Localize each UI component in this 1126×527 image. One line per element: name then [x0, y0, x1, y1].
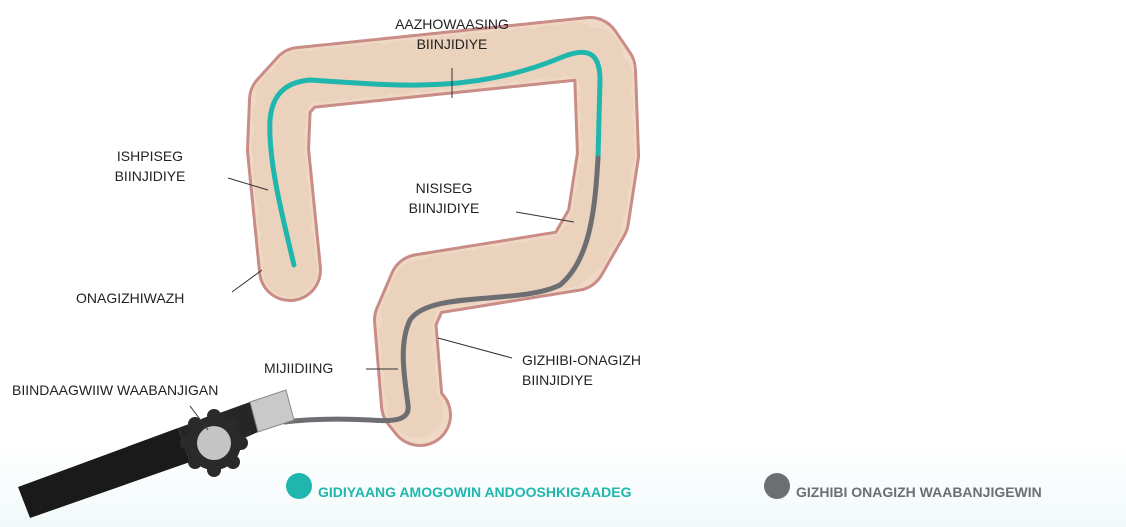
- legend-gray-dot-icon: [764, 473, 790, 499]
- label-control-knob: BIINDAAGWIIW WAABANJIGAN: [12, 380, 218, 400]
- label-transverse-colon: AAZHOWAASING BIINJIDIYE: [392, 14, 512, 54]
- label-descending-colon: NISISEG BIINJIDIYE: [394, 178, 494, 218]
- legend-item-teal: GIDIYAANG AMOGOWIN ANDOOSHKIGAADEG: [286, 472, 631, 500]
- label-rectum: MIJIIDIING: [264, 358, 333, 378]
- label-ascending-colon: ISHPISEG BIINJIDIYE: [100, 146, 200, 186]
- control-knob-icon: [180, 409, 248, 477]
- endoscope-handle: [18, 390, 294, 518]
- legend-item-gray: GIZHIBI ONAGIZH WAABANJIGEWIN: [764, 472, 1042, 500]
- label-sigmoid-colon: GIZHIBI-ONAGIZH BIINJIDIYE: [522, 350, 641, 390]
- legend-teal-dot-icon: [286, 473, 312, 499]
- label-cecum: ONAGIZHIWAZH: [76, 288, 184, 308]
